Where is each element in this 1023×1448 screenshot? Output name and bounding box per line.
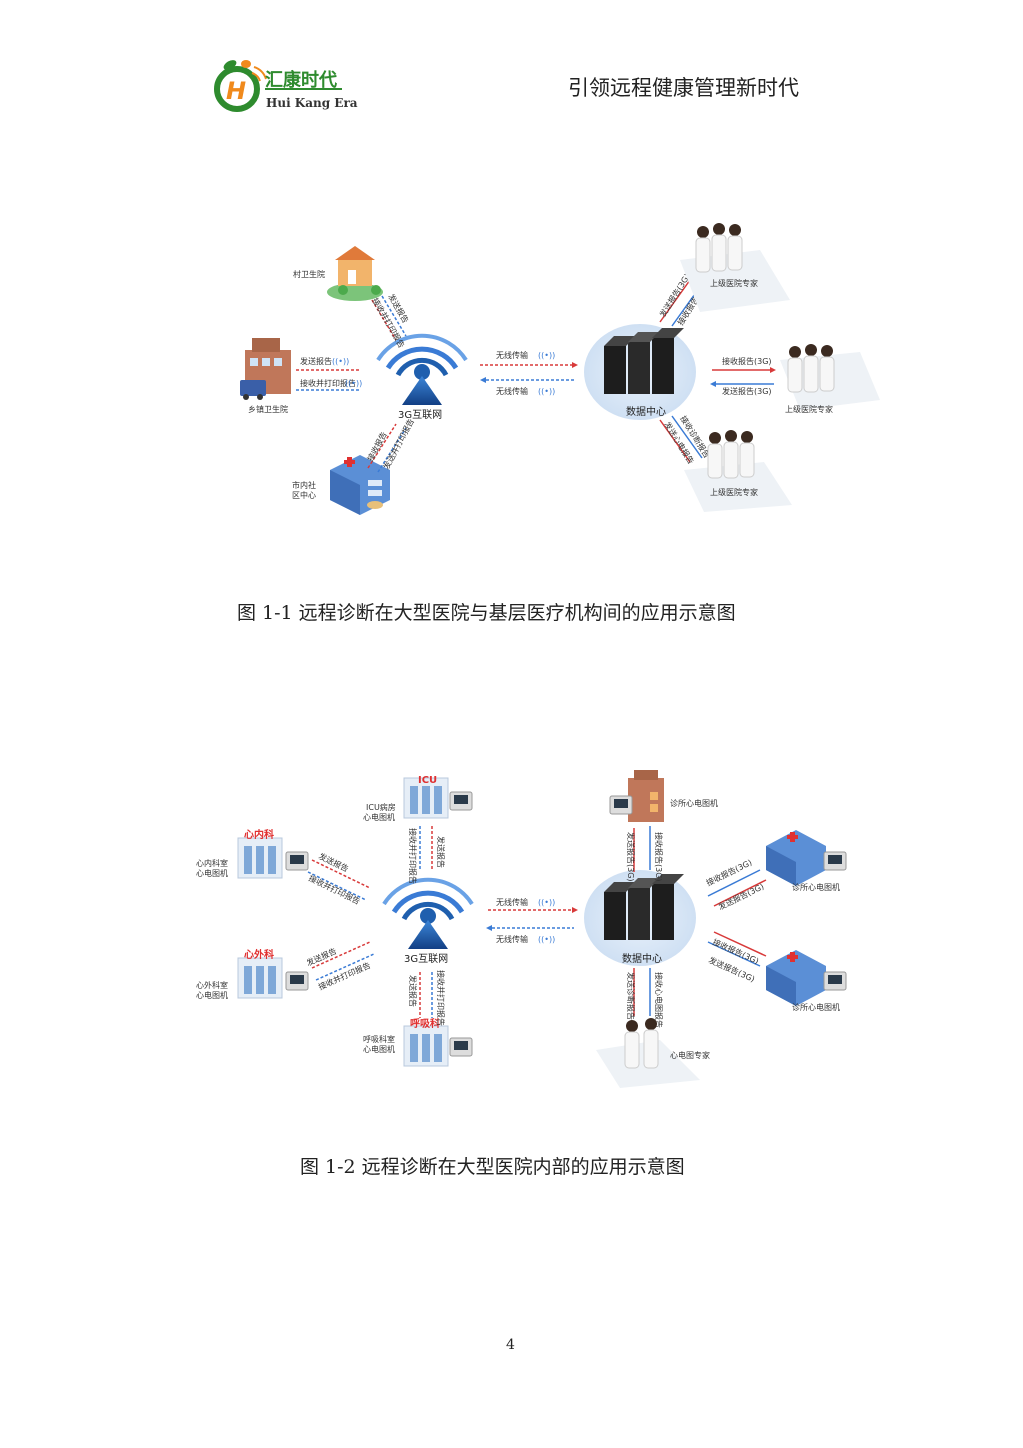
community-rot-label-b: 发送并打印报告 — [381, 417, 416, 471]
community-center-label-1: 市内社 — [292, 480, 316, 490]
respiratory-label-1: 呼吸科室 — [363, 1034, 395, 1044]
send-3g-label: 发送报告(3G) — [722, 386, 772, 396]
expert-top-label: 上级医院专家 — [710, 278, 758, 288]
cardio-send-label: 发送报告 — [317, 851, 350, 874]
icu-rot-b: 发送报告 — [436, 836, 446, 868]
township-send-label: 发送报告 — [300, 356, 332, 366]
cardiac-surgery-label-1: 心外科室 — [196, 980, 228, 990]
network-hub-icon — [382, 877, 474, 949]
svg-text:H: H — [226, 77, 246, 105]
expert-group-top-icon — [680, 223, 790, 312]
icu-sign: ICU — [418, 775, 437, 786]
cardiology-label-1: 心内科室 — [196, 858, 228, 868]
clinic-rot-a: 发送报告(3G) — [626, 832, 636, 882]
logo-subtitle: Hui Kang Era — [266, 96, 358, 110]
wifi-icon: ((•)) — [538, 935, 555, 944]
ecg-expert-icon — [596, 1018, 700, 1088]
expert-mid-label: 上级医院专家 — [785, 404, 833, 414]
community-rot-label-a: 接收报告 — [365, 430, 389, 463]
wireless-label-2: 无线传输 — [496, 386, 528, 396]
network-hub-icon — [376, 333, 468, 405]
cardiac-surgery-icon — [237, 957, 309, 999]
icu-rot-a: 接收并打印报告 — [408, 828, 418, 884]
figure-1-caption: 图 1-1 远程诊断在大型医院与基层医疗机构间的应用示意图 — [237, 602, 736, 624]
clinic-top-icon — [609, 770, 664, 822]
cardiology-dept-icon — [237, 837, 309, 879]
wifi-icon: ((•)) — [345, 379, 362, 388]
network-label: 3G互联网 — [404, 953, 448, 965]
resp-rot-a: 发送报告 — [408, 975, 418, 1007]
township-hospital-label: 乡镇卫生院 — [248, 404, 288, 414]
community-center-icon — [330, 455, 390, 515]
resp-rot-b: 接收并打印报告 — [436, 970, 446, 1026]
wireless-label-1: 无线传输 — [496, 350, 528, 360]
clinic-rot-b: 接收报告(3G) — [654, 832, 664, 882]
icu-label-1: ICU病房 — [366, 802, 396, 812]
data-center-icon — [584, 324, 696, 420]
logo-title: 汇康时代 — [265, 70, 337, 91]
community-center-label-2: 区中心 — [292, 490, 316, 500]
network-label: 3G互联网 — [398, 409, 442, 421]
respiratory-label-2: 心电图机 — [363, 1044, 395, 1054]
expert-rot-b: 接收心电图报告 — [654, 972, 664, 1028]
send-3g-label-1: 发送报告(3G) — [716, 881, 765, 912]
data-center-label: 数据中心 — [626, 405, 666, 418]
page-number: 4 — [506, 1337, 515, 1353]
header-tagline: 引领远程健康管理新时代 — [568, 76, 799, 100]
clinic-right-top-label: 诊所心电图机 — [792, 882, 840, 892]
cardiac-surgery-sign: 心外科 — [244, 948, 274, 961]
wifi-icon: ((•)) — [332, 357, 349, 366]
clinic-top-label: 诊所心电图机 — [670, 798, 718, 808]
respiratory-dept-icon — [403, 1025, 473, 1067]
clinic-right-bottom-icon — [766, 950, 847, 1006]
cardiology-sign: 心内科 — [244, 828, 274, 841]
data-center-label: 数据中心 — [622, 952, 662, 965]
icu-label-2: 心电图机 — [363, 812, 395, 822]
figure-2-caption: 图 1-2 远程诊断在大型医院内部的应用示意图 — [300, 1156, 685, 1178]
clinic-right-top-icon — [766, 830, 847, 886]
respiratory-sign: 呼吸科 — [410, 1017, 440, 1030]
receive-3g-label-1: 接收报告(3G) — [704, 857, 753, 888]
cardiology-label-2: 心电图机 — [196, 868, 228, 878]
clinic-right-bottom-label: 诊所心电图机 — [792, 1002, 840, 1012]
receive-3g-label: 接收报告(3G) — [722, 356, 772, 366]
township-hospital-icon — [240, 338, 291, 400]
cardio-receive-label: 接收并打印报告 — [307, 873, 362, 907]
expert-group-bottom-icon — [684, 430, 792, 512]
brand-logo: H — [214, 60, 342, 112]
village-clinic-icon — [327, 246, 383, 301]
data-center-icon — [584, 870, 696, 966]
ecg-expert-label: 心电图专家 — [670, 1050, 710, 1060]
wireless-label-1: 无线传输 — [496, 897, 528, 907]
village-clinic-label: 村卫生院 — [293, 269, 325, 279]
township-receive-label: 接收并打印报告 — [300, 378, 356, 388]
surgery-receive-label: 接收并打印报告 — [317, 960, 372, 992]
cardiac-surgery-label-2: 心电图机 — [196, 990, 228, 1000]
expert-rot-a: 发送诊断报告 — [626, 972, 636, 1020]
expert-bottom-label: 上级医院专家 — [710, 487, 758, 497]
wireless-label-2: 无线传输 — [496, 934, 528, 944]
expert-group-mid-icon — [780, 344, 880, 410]
wifi-icon: ((•)) — [538, 898, 555, 907]
icu-ward-icon — [403, 777, 473, 819]
wifi-icon: ((•)) — [538, 351, 555, 360]
wifi-icon: ((•)) — [538, 387, 555, 396]
